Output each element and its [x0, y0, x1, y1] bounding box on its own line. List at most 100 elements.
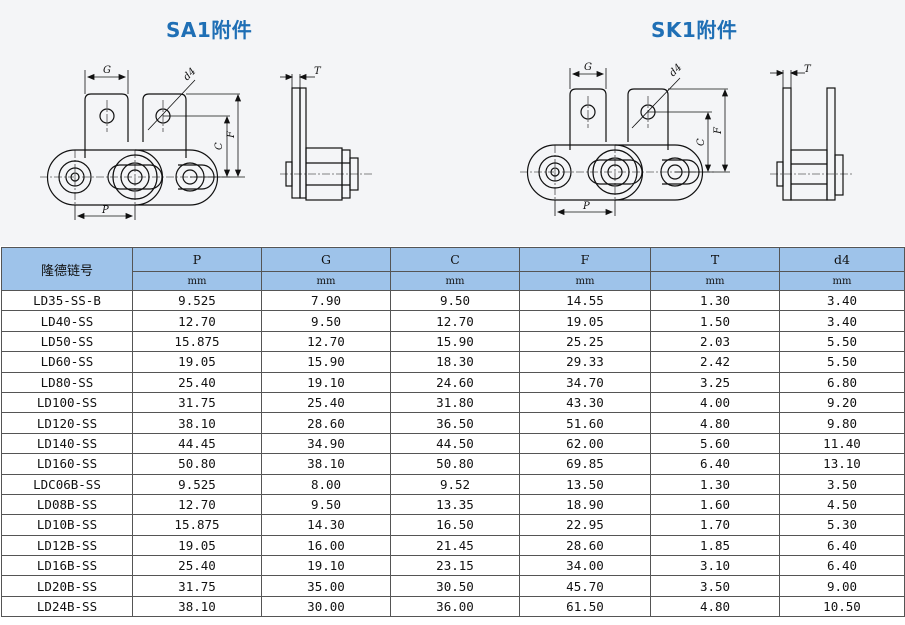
value-cell: 7.90	[261, 289, 391, 312]
value-cell: 1.30	[650, 473, 780, 495]
value-cell: 9.50	[390, 289, 520, 312]
model-header: 隆德链号	[1, 247, 133, 291]
value-cell: 6.40	[779, 534, 905, 557]
value-cell: 15.90	[261, 351, 391, 373]
value-cell: 12.70	[132, 493, 262, 516]
value-cell: 36.50	[390, 412, 520, 434]
value-cell: 38.10	[132, 412, 262, 434]
model-cell: LD35-SS-B	[1, 289, 133, 312]
unit-t: mm	[650, 271, 780, 291]
value-cell: 4.80	[650, 412, 780, 434]
value-cell: 5.30	[779, 514, 905, 536]
sa1-label-d4: d4	[182, 66, 199, 83]
value-cell: 28.60	[261, 412, 391, 434]
value-cell: 15.90	[390, 330, 520, 353]
model-cell: LD24B-SS	[1, 595, 133, 618]
value-cell: 5.50	[779, 351, 905, 373]
value-cell: 6.40	[779, 555, 905, 577]
model-cell: LD120-SS	[1, 412, 133, 434]
spec-table-header: 隆德链号 P G C F T d4 mm mm mm mm mm mm	[1, 247, 905, 291]
value-cell: 2.03	[650, 330, 780, 353]
sk1-drawing: G d4 F C P T	[520, 62, 852, 216]
value-cell: 9.525	[132, 289, 262, 312]
value-cell: 22.95	[519, 514, 651, 536]
model-cell: LD20B-SS	[1, 575, 133, 597]
model-cell: LD80-SS	[1, 371, 133, 393]
value-cell: 19.05	[519, 310, 651, 332]
sk1-label-p: P	[582, 201, 590, 212]
value-cell: 3.50	[779, 473, 905, 495]
model-cell: LD60-SS	[1, 351, 133, 373]
col-header-c: C	[390, 247, 520, 272]
value-cell: 51.60	[519, 412, 651, 434]
model-cell: LD10B-SS	[1, 514, 133, 536]
model-cell: LD140-SS	[1, 432, 133, 455]
value-cell: 36.00	[390, 595, 520, 618]
sk1-label-g: G	[584, 62, 592, 73]
value-cell: 25.40	[132, 555, 262, 577]
value-cell: 30.50	[390, 575, 520, 597]
value-cell: 19.10	[261, 371, 391, 393]
value-cell: 10.50	[779, 595, 905, 618]
value-cell: 9.50	[261, 310, 391, 332]
value-cell: 4.80	[650, 595, 780, 618]
value-cell: 1.60	[650, 493, 780, 516]
value-cell: 3.40	[779, 310, 905, 332]
col-header-d4: d4	[779, 247, 905, 272]
value-cell: 34.70	[519, 371, 651, 393]
sa1-label-c: C	[214, 142, 225, 150]
model-cell: LD12B-SS	[1, 534, 133, 557]
value-cell: 50.80	[390, 453, 520, 475]
model-cell: LD40-SS	[1, 310, 133, 332]
unit-d4: mm	[779, 271, 905, 291]
value-cell: 9.50	[261, 493, 391, 516]
value-cell: 6.80	[779, 371, 905, 393]
value-cell: 1.30	[650, 289, 780, 312]
value-cell: 34.90	[261, 432, 391, 455]
unit-g: mm	[261, 271, 391, 291]
value-cell: 38.10	[261, 453, 391, 475]
value-cell: 30.00	[261, 595, 391, 618]
unit-c: mm	[390, 271, 520, 291]
model-cell: LD160-SS	[1, 453, 133, 475]
unit-f: mm	[519, 271, 651, 291]
model-cell: LD50-SS	[1, 330, 133, 353]
sk1-attachment-left	[569, 88, 607, 150]
value-cell: 44.45	[132, 432, 262, 455]
value-cell: 18.90	[519, 493, 651, 516]
value-cell: 8.00	[261, 473, 391, 495]
value-cell: 9.00	[779, 575, 905, 597]
value-cell: 1.70	[650, 514, 780, 536]
value-cell: 15.875	[132, 514, 262, 536]
value-cell: 28.60	[519, 534, 651, 557]
value-cell: 14.30	[261, 514, 391, 536]
value-cell: 9.80	[779, 412, 905, 434]
value-cell: 31.80	[390, 391, 520, 414]
value-cell: 18.30	[390, 351, 520, 373]
sk1-label-d4: d4	[668, 62, 685, 79]
value-cell: 31.75	[132, 575, 262, 597]
sa1-label-f: F	[226, 130, 237, 139]
value-cell: 25.25	[519, 330, 651, 353]
value-cell: 45.70	[519, 575, 651, 597]
value-cell: 38.10	[132, 595, 262, 618]
value-cell: 25.40	[132, 371, 262, 393]
value-cell: 3.25	[650, 371, 780, 393]
value-cell: 29.33	[519, 351, 651, 373]
col-header-g: G	[261, 247, 391, 272]
